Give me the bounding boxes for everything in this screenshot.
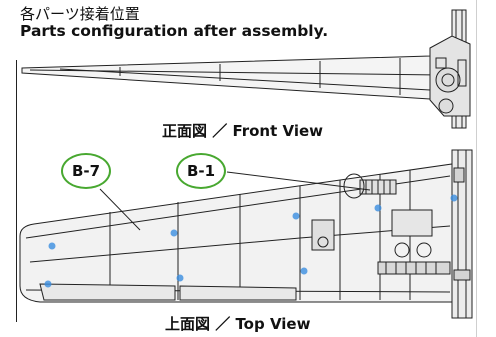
top-view-fuselage [451,149,473,319]
heading-japanese: 各パーツ接着位置 [20,5,140,23]
front-view-wing [21,51,459,105]
part-callout-b1: B-1 [176,153,226,189]
front-view-label: 正面図 ／ Front View [162,122,324,140]
glue-point-markers [44,194,458,288]
heading-english: Parts configuration after assembly. [20,22,329,40]
top-view-label: 上面図 ／ Top View [165,315,311,333]
glue-point [300,267,308,275]
part-callout-label: B-7 [71,162,101,180]
part-callout-label: B-1 [186,162,216,180]
part-callout-b7: B-7 [61,153,111,189]
frame-left-rule [16,60,17,322]
glue-point [450,194,458,202]
page-edge-strip [476,0,496,337]
glue-point [48,242,56,250]
callout-leaders [99,171,371,231]
top-view-wing [19,163,453,303]
glue-point [44,280,52,288]
front-view-fuselage [429,9,471,129]
glue-point [374,204,382,212]
glue-point [170,229,178,237]
glue-point [292,212,300,220]
glue-point [176,274,184,282]
